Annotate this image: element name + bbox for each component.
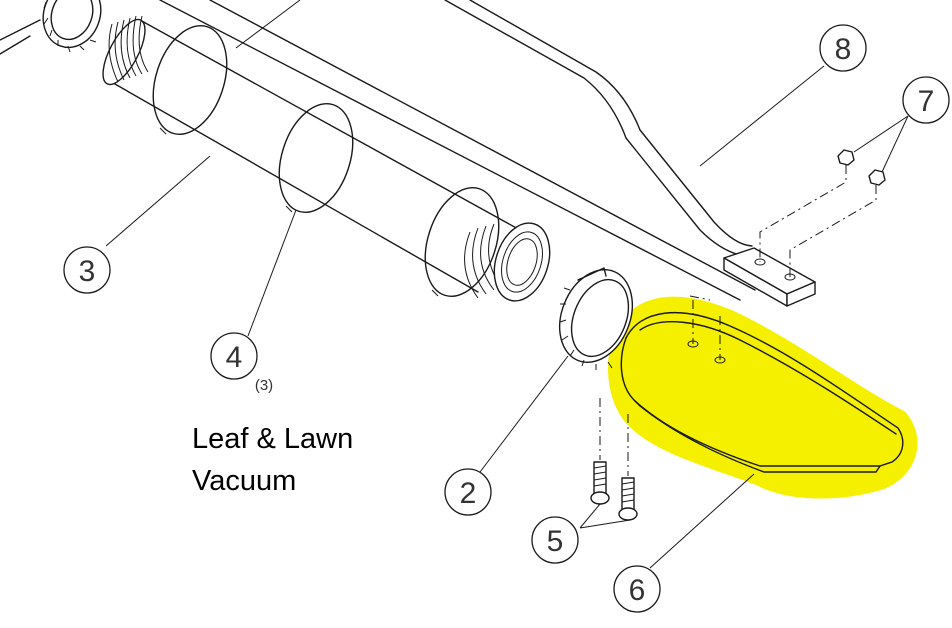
- handle-part-8: [159, 0, 756, 301]
- callout-6-label: 6: [629, 574, 646, 607]
- nut-ring-part-2: [559, 267, 633, 370]
- callout-3-label: 3: [79, 255, 96, 288]
- top-nut-ring: [42, 0, 102, 53]
- callout-8-label: 8: [835, 33, 852, 66]
- leader-lines: [105, 0, 909, 569]
- callout-7-label: 7: [918, 85, 935, 118]
- caption-line-1: Leaf & Lawn: [192, 423, 354, 455]
- diagram-caption: Leaf & Lawn Vacuum: [192, 418, 353, 502]
- tube-part-3: [0, 15, 551, 302]
- nuts-part-7: [759, 149, 886, 277]
- callout-5: 5: [531, 516, 579, 564]
- callout-4-label: 4: [226, 341, 243, 374]
- mounting-bracket: [723, 247, 816, 307]
- callout-5-label: 5: [547, 525, 564, 558]
- callout-4-qty: (3): [255, 377, 273, 394]
- callout-2: 2: [444, 468, 492, 516]
- callout-3: 3: [63, 246, 111, 294]
- highlight-part-6: [608, 296, 918, 499]
- callout-7: 7: [902, 76, 950, 124]
- callout-2-label: 2: [460, 477, 477, 510]
- callout-6: 6: [613, 565, 661, 613]
- deflector-plate-part-6: [620, 295, 904, 473]
- caption-line-2: Vacuum: [192, 465, 297, 497]
- clamp-rings-part-4: [152, 25, 500, 297]
- callout-4: 4 (3): [210, 332, 273, 394]
- callout-8: 8: [819, 24, 867, 72]
- screws-part-5: [590, 398, 638, 521]
